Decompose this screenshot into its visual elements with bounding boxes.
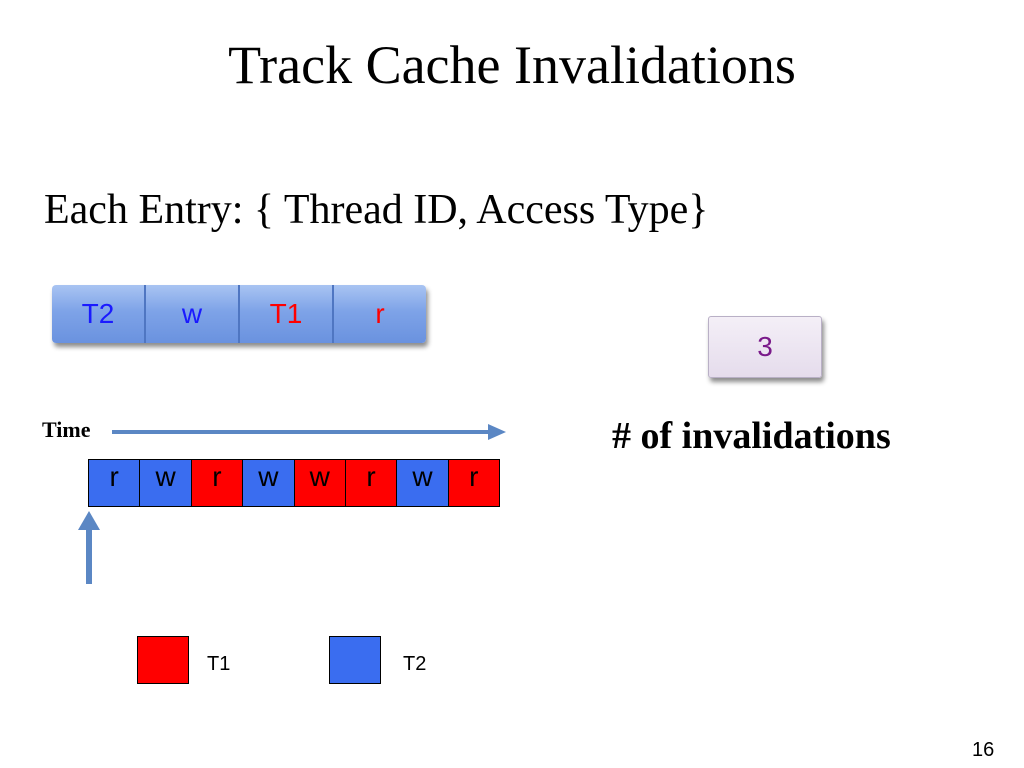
timeline-access: w (294, 460, 346, 506)
timeline-access: r (448, 460, 499, 506)
time-arrow (112, 424, 506, 440)
timeline-access: r (89, 460, 141, 506)
legend-swatch-t1 (137, 636, 189, 684)
timeline-access: r (191, 460, 244, 506)
invalidation-counter-label: # of invalidations (612, 415, 891, 457)
time-label: Time (42, 417, 91, 442)
entry-access-type-1: w (146, 285, 240, 343)
slide-title: Track Cache Invalidations (228, 35, 796, 95)
timeline-access: w (140, 460, 192, 506)
entry-thread-id-2: T1 (240, 285, 334, 343)
legend-swatch-t2 (329, 636, 381, 684)
entry-access-type-2: r (375, 298, 385, 329)
legend-label-t2: T2 (403, 653, 427, 675)
entry-thread-id-1: T2 (52, 285, 146, 343)
timeline-access: w (397, 460, 449, 506)
page-number: 16 (972, 739, 995, 761)
invalidation-counter: 3 (708, 316, 822, 378)
entry-format-description: Each Entry: { Thread ID, Access Type} (44, 187, 709, 233)
pointer-arrow-up (78, 511, 100, 584)
cache-entry-register: T2 w T1 r (52, 285, 426, 343)
timeline-access: w (243, 460, 295, 506)
timeline-access: r (345, 460, 398, 506)
access-timeline: r w r w w r w r (88, 459, 500, 507)
legend-label-t1: T1 (207, 653, 231, 675)
